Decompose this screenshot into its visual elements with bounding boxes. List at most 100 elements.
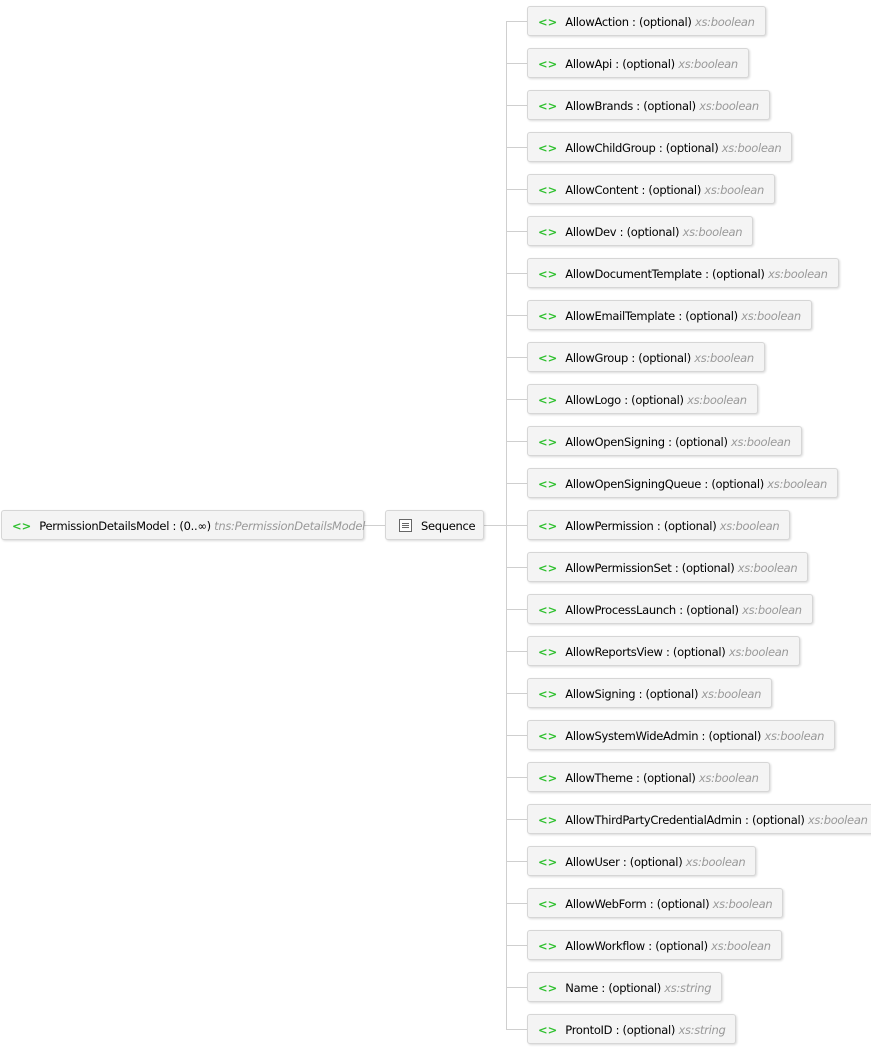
child-connector <box>506 567 527 568</box>
sequence-icon <box>399 519 412 532</box>
element-name: AllowWebForm <box>565 897 647 911</box>
element-icon: <> <box>538 309 558 323</box>
child-element-node[interactable]: <>AllowSigning : (optional) xs:boolean <box>527 678 773 708</box>
child-connector <box>506 735 527 736</box>
child-element-node[interactable]: <>AllowOpenSigningQueue : (optional) xs:… <box>527 468 838 498</box>
element-name: AllowUser <box>565 855 620 869</box>
element-icon: <> <box>538 267 558 281</box>
element-type: xs:boolean <box>767 477 827 491</box>
element-occurrence: (optional) <box>648 183 702 197</box>
element-type: xs:boolean <box>741 309 801 323</box>
child-element-node[interactable]: <>AllowWebForm : (optional) xs:boolean <box>527 888 784 918</box>
element-icon: <> <box>538 771 558 785</box>
child-connector <box>506 399 527 400</box>
element-type: xs:boolean <box>682 225 743 239</box>
child-element-node[interactable]: <>AllowTheme : (optional) xs:boolean <box>527 762 770 792</box>
child-element-node[interactable]: <>AllowSystemWideAdmin : (optional) xs:b… <box>527 720 836 750</box>
child-element-node[interactable]: <>AllowPermission : (optional) xs:boolea… <box>527 510 791 540</box>
root-element-node[interactable]: <>PermissionDetailsModel : (0..∞) tns:Pe… <box>1 510 366 540</box>
element-name: AllowBrands <box>565 99 633 113</box>
child-element-node[interactable]: <>AllowDocumentTemplate : (optional) xs:… <box>527 258 839 288</box>
element-icon: <> <box>538 729 558 743</box>
element-icon: <> <box>538 939 558 953</box>
child-element-node[interactable]: <>AllowThirdPartyCredentialAdmin : (opti… <box>527 804 871 834</box>
child-element-node[interactable]: <>ProntoID : (optional) xs:string <box>527 1014 737 1044</box>
child-connector <box>506 651 527 652</box>
element-icon: <> <box>538 603 558 617</box>
element-icon: <> <box>538 393 558 407</box>
child-element-node[interactable]: <>AllowBrands : (optional) xs:boolean <box>527 90 770 120</box>
root-type: tns:PermissionDetailsModel <box>214 519 366 533</box>
child-connector <box>506 861 527 862</box>
element-name: AllowLogo <box>565 393 621 407</box>
child-element-node[interactable]: <>AllowContent : (optional) xs:boolean <box>527 174 776 204</box>
element-occurrence: (optional) <box>672 645 726 659</box>
element-occurrence: (optional) <box>656 897 710 911</box>
element-name: AllowEmailTemplate <box>565 309 675 323</box>
element-name: AllowSigning <box>565 687 636 701</box>
child-element-node[interactable]: <>AllowUser : (optional) xs:boolean <box>527 846 757 876</box>
element-occurrence: (optional) <box>685 309 738 323</box>
element-type: xs:boolean <box>699 99 759 113</box>
child-element-node[interactable]: <>AllowApi : (optional) xs:boolean <box>527 48 749 78</box>
element-icon: <> <box>538 813 558 827</box>
element-name: AllowOpenSigningQueue <box>565 477 702 491</box>
element-occurrence: (optional) <box>655 939 708 953</box>
element-icon: <> <box>538 687 558 701</box>
child-element-node[interactable]: <>AllowLogo : (optional) xs:boolean <box>527 384 758 414</box>
element-name: AllowProcessLaunch <box>565 603 676 617</box>
child-connector <box>506 357 527 358</box>
element-type: xs:boolean <box>678 57 738 71</box>
element-occurrence: (optional) <box>665 141 719 155</box>
element-name: ProntoID <box>565 1023 613 1037</box>
child-connector <box>506 273 527 274</box>
element-icon: <> <box>538 141 558 155</box>
child-element-node[interactable]: <>AllowChildGroup : (optional) xs:boolea… <box>527 132 793 162</box>
element-icon: <> <box>538 225 558 239</box>
element-occurrence: (optional) <box>686 603 739 617</box>
element-name: AllowThirdPartyCredentialAdmin <box>565 813 742 827</box>
element-icon: <> <box>538 1023 558 1037</box>
element-type: xs:boolean <box>712 897 773 911</box>
child-element-node[interactable]: <>AllowGroup : (optional) xs:boolean <box>527 342 765 372</box>
child-element-node[interactable]: <>AllowReportsView : (optional) xs:boole… <box>527 636 800 666</box>
sequence-node[interactable]: Sequence <box>385 510 484 540</box>
child-connector <box>506 987 527 988</box>
child-element-node[interactable]: <>AllowOpenSigning : (optional) xs:boole… <box>527 426 802 456</box>
element-icon: <> <box>538 435 558 449</box>
child-element-node[interactable]: <>AllowDev : (optional) xs:boolean <box>527 216 754 246</box>
element-type: xs:boolean <box>728 645 789 659</box>
child-element-node[interactable]: <>AllowEmailTemplate : (optional) xs:boo… <box>527 300 812 330</box>
element-name: AllowSystemWideAdmin <box>565 729 699 743</box>
child-element-node[interactable]: <>Name : (optional) xs:string <box>527 972 723 1002</box>
element-icon: <> <box>538 57 558 71</box>
element-type: xs:boolean <box>694 15 755 29</box>
element-name: AllowApi <box>565 57 612 71</box>
element-occurrence: (optional) <box>631 393 684 407</box>
element-type: xs:boolean <box>701 687 762 701</box>
child-connector <box>506 609 527 610</box>
child-element-node[interactable]: <>AllowProcessLaunch : (optional) xs:boo… <box>527 594 813 624</box>
element-occurrence: (optional) <box>645 687 699 701</box>
element-name: AllowContent <box>565 183 639 197</box>
child-connector <box>506 819 527 820</box>
child-element-node[interactable]: <>AllowPermissionSet : (optional) xs:boo… <box>527 552 809 582</box>
child-connector <box>506 1029 527 1030</box>
element-type: xs:boolean <box>721 141 782 155</box>
child-element-node[interactable]: <>AllowAction : (optional) xs:boolean <box>527 6 766 36</box>
root-name: PermissionDetailsModel <box>39 519 170 533</box>
element-icon: <> <box>538 897 558 911</box>
element-type: xs:boolean <box>742 603 802 617</box>
child-connector <box>506 21 527 22</box>
child-element-node[interactable]: <>AllowWorkflow : (optional) xs:boolean <box>527 930 782 960</box>
element-occurrence: (optional) <box>639 15 692 29</box>
sequence-label: Sequence <box>421 519 476 533</box>
child-connector <box>506 525 527 526</box>
root-connector <box>364 525 386 526</box>
element-name: AllowReportsView <box>565 645 663 659</box>
element-occurrence: (optional) <box>622 1023 676 1037</box>
element-type: xs:boolean <box>694 351 754 365</box>
element-icon: <> <box>538 981 558 995</box>
sequence-connector <box>484 525 506 526</box>
element-name: AllowDocumentTemplate <box>565 267 702 281</box>
